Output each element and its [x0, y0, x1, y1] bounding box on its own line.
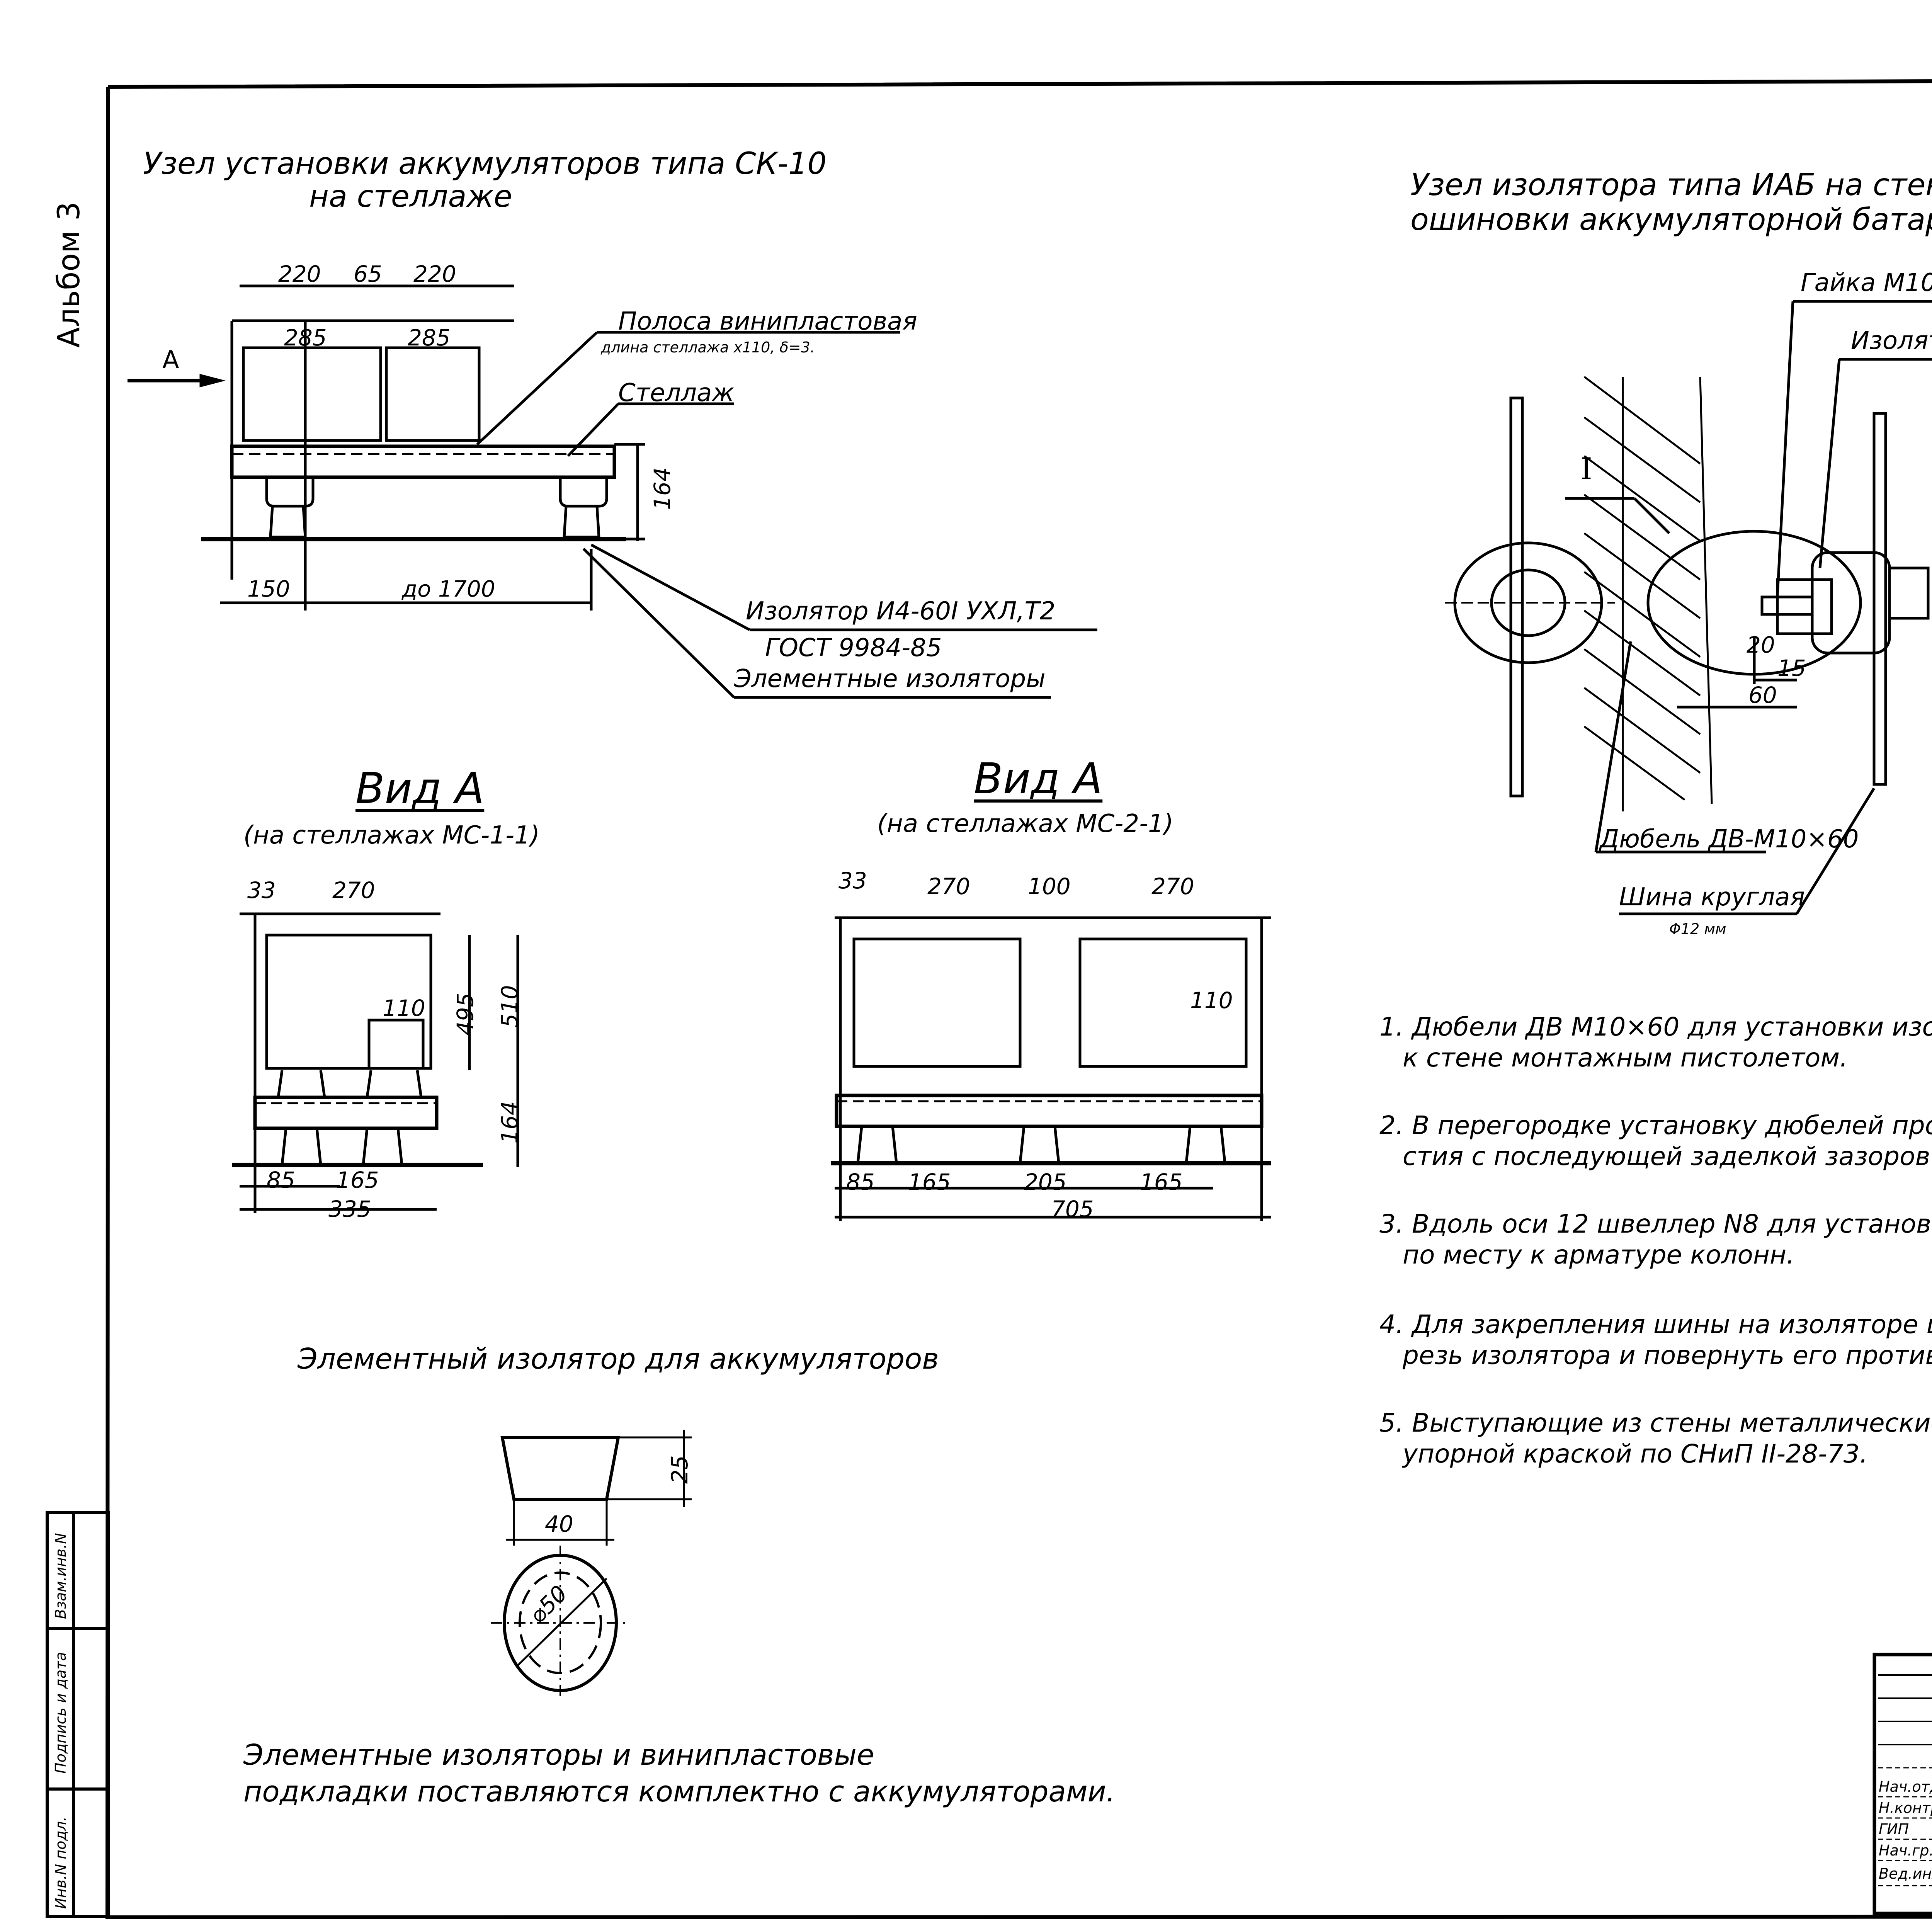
view-a1-subtitle: (на стеллажах МС-1-1)	[243, 821, 540, 850]
view-a2-subtitle: (на стеллажах МС-2-1)	[877, 810, 1173, 838]
dim-a1-164: 164	[497, 1101, 523, 1144]
callout-vinyl-strip-1: Полоса винипластовая	[618, 307, 917, 336]
note-3-line2: по месту к арматуре колонн.	[1403, 1240, 1795, 1270]
album-label: Альбом 3	[52, 201, 87, 348]
callout-rack: Стеллаж	[618, 379, 735, 407]
dim-a1-110: 110	[383, 995, 425, 1021]
note-5-line2: упорной краской по СНиП II-28-73.	[1403, 1439, 1868, 1469]
note-4-line2: резь изолятора и повернуть его против ча…	[1403, 1340, 1932, 1370]
note-5-line1: 5. Выступающие из стены металлические ча…	[1379, 1408, 1932, 1438]
side-stamp-grid	[46, 1511, 110, 1918]
callout-insulator-1: Изолятор И4-60I УХЛ,Т2	[746, 597, 1056, 626]
sig-role-5: Вед.инж.	[1879, 1865, 1932, 1882]
callout-nut-m10: Гайка М10	[1801, 269, 1932, 297]
callout-round-bus-2: Φ12 мм	[1669, 920, 1726, 937]
note-2-line2: стия с последующей заделкой зазоров цеме…	[1403, 1141, 1932, 1171]
callout-insulator-2: ГОСТ 9984-85	[765, 634, 942, 662]
side-stamp-replaced-inv: Взам.инв.N	[52, 1533, 69, 1619]
dim-a2-270a: 270	[927, 873, 970, 900]
note-1-line2: к стене монтажным пистолетом.	[1403, 1043, 1848, 1073]
sig-role-2: Н.контр.	[1879, 1799, 1932, 1816]
dim-a2-85: 85	[846, 1169, 875, 1195]
dim-a1-335: 335	[328, 1196, 371, 1222]
dim-a2-100: 100	[1028, 873, 1071, 900]
dim-150: 150	[247, 576, 290, 602]
view-a-marker: A	[162, 346, 179, 374]
dim-a2-165a: 165	[908, 1169, 951, 1195]
title-block-grid	[1872, 1653, 1932, 1915]
side-stamp-original-inv: Инв.N подл.	[52, 1816, 69, 1909]
sig-role-4: Нач.гр.	[1879, 1842, 1932, 1859]
dim-220-right: 220	[413, 261, 456, 287]
view-a2-title: Вид А	[974, 754, 1103, 803]
sheet-frame	[105, 79, 1932, 1920]
callout-round-bus-1: Шина круглая	[1619, 883, 1805, 912]
callout-iab-insulator: Изолятор типа ИАБ-20	[1851, 327, 1932, 355]
dim-iab-60: 60	[1748, 682, 1777, 708]
dim-1700: до 1700	[402, 576, 495, 602]
dim-220-left: 220	[278, 261, 321, 287]
sig-role-3: ГИП	[1879, 1821, 1909, 1838]
dim-285-right: 285	[408, 325, 451, 351]
iab-title-line1: Узел изолятора типа ИАБ на стене для	[1410, 168, 1932, 202]
dim-iab-20: 20	[1747, 632, 1775, 658]
note-3-line1: 3. Вдоль оси 12 швеллер N8 для установки…	[1379, 1209, 1932, 1239]
view-a1-title: Вид А	[355, 764, 485, 813]
dim-285-left: 285	[284, 325, 327, 351]
note-4-line1: 4. Для закрепления шины на изоляторе шин…	[1379, 1310, 1932, 1339]
dim-a2-165b: 165	[1140, 1169, 1183, 1195]
element-insulator-title: Элементный изолятор для аккумуляторов	[298, 1342, 939, 1376]
note-2-line1: 2. В перегородке установку дюбелей произ…	[1379, 1111, 1932, 1140]
dim-a2-270b: 270	[1151, 873, 1194, 900]
callout-element-insulators: Элементные изоляторы	[734, 665, 1046, 693]
dim-a2-110: 110	[1190, 987, 1233, 1014]
view-a1-drawing	[232, 912, 519, 1213]
sk10-rack-drawing	[128, 284, 1097, 699]
sk10-title-line1: Узел установки аккумуляторов типа СК-10	[143, 146, 827, 181]
callout-dowel: Дюбель ДВ-М10×60	[1600, 825, 1859, 854]
sig-role-1: Нач.отд.	[1879, 1778, 1932, 1795]
dim-164: 164	[649, 467, 675, 510]
dim-a2-33: 33	[838, 867, 867, 894]
callout-vinyl-strip-2: длина стеллажа х110, δ=3.	[601, 339, 815, 356]
dim-a2-205: 205	[1024, 1169, 1067, 1195]
dim-iab-15: 15	[1777, 655, 1806, 681]
iab-node-drawing	[1445, 300, 1932, 915]
dim-65: 65	[354, 261, 382, 287]
side-stamp-signature-date: Подпись и дата	[52, 1652, 69, 1774]
iab-title-line2: ошиновки аккумуляторной батареи.	[1410, 202, 1932, 237]
dim-a1-165: 165	[336, 1167, 379, 1193]
supply-note-line1: Элементные изоляторы и винипластовые	[243, 1738, 874, 1772]
note-1-line1: 1. Дюбели ДВ М10×60 для установки изолят…	[1379, 1012, 1932, 1042]
view-a2-drawing	[831, 916, 1271, 1221]
sk10-title-line2: на стеллаже	[309, 179, 512, 214]
dim-insulator-25: 25	[667, 1455, 693, 1484]
element-insulator-drawing	[491, 1430, 692, 1700]
dim-a2-705: 705	[1051, 1196, 1094, 1222]
dim-a1-85: 85	[267, 1167, 295, 1193]
dim-a1-33: 33	[247, 877, 276, 903]
dim-a1-270: 270	[332, 877, 375, 903]
dim-a1-510: 510	[497, 985, 523, 1028]
dim-a1-495: 495	[452, 993, 478, 1036]
dim-insulator-40: 40	[545, 1511, 573, 1537]
supply-note-line2: подкладки поставляются комплектно с акку…	[243, 1775, 1116, 1808]
node-i-reference: I	[1580, 452, 1592, 486]
